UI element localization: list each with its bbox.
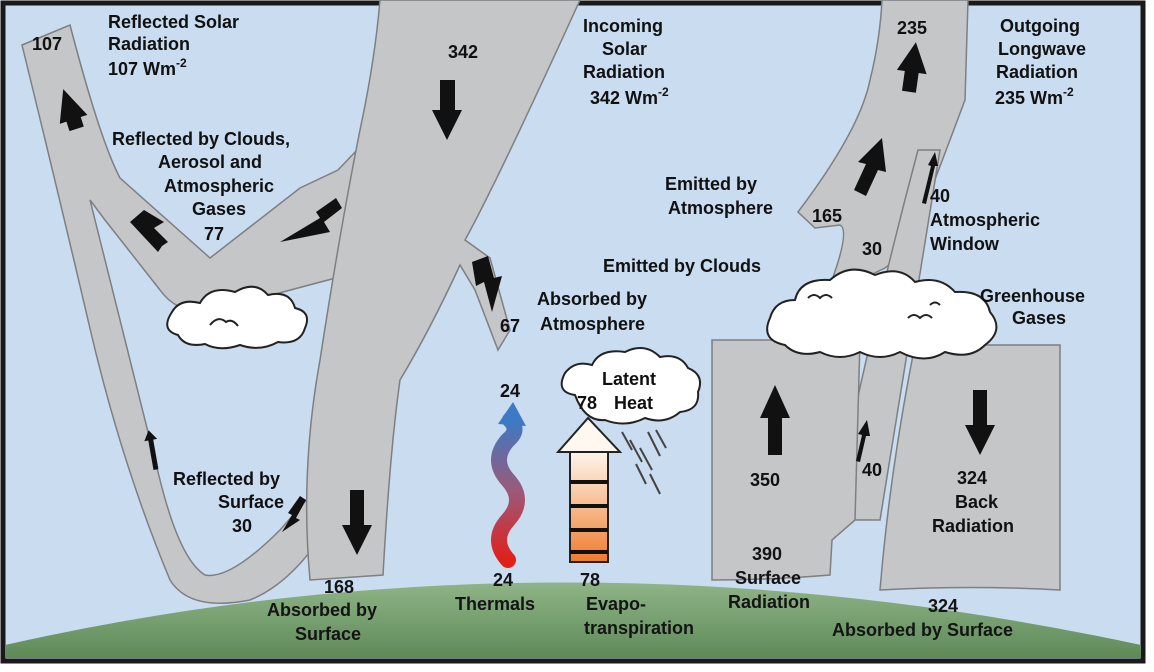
evapotranspiration-label: Evapo- [586, 594, 646, 614]
back-radiation-column [879, 344, 1061, 591]
reflected-surface-label-2: Surface [218, 492, 284, 512]
latent-heat-cloud-icon [560, 347, 701, 425]
latent-heat-label: Latent [602, 369, 656, 389]
atmospheric-window-value: 40 [930, 186, 950, 206]
emitted-atmosphere-label-2: Atmosphere [668, 198, 773, 218]
emitted-atmosphere-label: Emitted by [665, 174, 757, 194]
thermals-arrow-icon [491, 402, 526, 568]
earth-surface [5, 582, 1141, 658]
thermals-label: Thermals [455, 594, 535, 614]
arrow-down-icon [472, 256, 502, 312]
outgoing-longwave-value: 235 Wm-2 [995, 85, 1074, 108]
arrow-down-icon [965, 390, 995, 455]
absorbed-surface-2-label: Absorbed by Surface [832, 620, 1013, 640]
outgoing-longwave-number: 235 [897, 18, 927, 38]
incoming-solar-title: Incoming [583, 16, 663, 36]
surface-radiation-column [711, 339, 861, 581]
labels-layer: Reflected Solar Radiation 107 Wm-2 107 3… [32, 12, 1086, 644]
back-radiation-value: 324 [957, 468, 987, 488]
incoming-solar-band [305, 0, 581, 581]
greenhouse-gases-label-2: Gases [1012, 308, 1066, 328]
outgoing-longwave-title-2: Longwave [998, 39, 1086, 59]
reflected-solar-band [21, 23, 406, 604]
atmospheric-window-label: Atmospheric [930, 210, 1040, 230]
emitted-clouds-label: Emitted by Clouds [603, 256, 761, 276]
absorbed-atmosphere-label: Absorbed by [537, 289, 647, 309]
arrow-up-icon [854, 138, 886, 196]
reflected-solar-title-2: Radiation [108, 34, 190, 54]
reflected-solar-value: 107 Wm-2 [108, 56, 187, 79]
back-radiation-label-2: Radiation [932, 516, 1014, 536]
arrow-up-small-icon [856, 420, 870, 462]
surface-radiation-value: 390 [752, 544, 782, 564]
reflected-solar-number: 107 [32, 34, 62, 54]
outgoing-longwave-title: Outgoing [1000, 16, 1080, 36]
rain-icon [621, 429, 667, 495]
reflected-surface-value: 30 [232, 516, 252, 536]
reflected-clouds-label-4: Gases [192, 199, 246, 219]
surface-radiation-label: Surface [735, 568, 801, 588]
arrow-down-icon [432, 80, 462, 140]
evapotranspiration-arrow-icon [555, 416, 623, 563]
absorbed-surface-2-value: 324 [928, 596, 958, 616]
absorbed-surface-label-2: Surface [295, 624, 361, 644]
evapotranspiration-label-2: transpiration [584, 618, 694, 638]
arrow-down-small-icon [282, 496, 306, 532]
thermals-top-value: 24 [500, 381, 520, 401]
reflected-clouds-label-2: Aerosol and [158, 152, 262, 172]
cloud-left-icon [166, 285, 308, 350]
latent-heat-label-2: Heat [614, 393, 653, 413]
arrow-up-small-icon [922, 152, 938, 204]
reflected-clouds-label: Reflected by Clouds, [112, 129, 290, 149]
absorbed-atmosphere-label-2: Atmosphere [540, 314, 645, 334]
incoming-solar-title-2: Solar [602, 39, 647, 59]
absorbed-surface-value: 168 [324, 577, 354, 597]
surface-radiation-label-2: Radiation [728, 592, 810, 612]
arrow-left-icon [280, 198, 342, 242]
arrow-up-icon [760, 385, 790, 455]
back-radiation-label: Back [955, 492, 999, 512]
evapotranspiration-value: 78 [580, 570, 600, 590]
atmospheric-window-label-2: Window [930, 234, 1000, 254]
absorbed-atmosphere-value: 67 [500, 316, 520, 336]
thermals-value: 24 [493, 570, 513, 590]
arrow-down-icon [342, 490, 372, 555]
absorbed-surface-label: Absorbed by [267, 600, 377, 620]
reflected-surface-label: Reflected by [173, 469, 280, 489]
cloud-right-icon [766, 268, 998, 360]
latent-heat-value: 78 [577, 393, 597, 413]
window-bottom-value: 40 [862, 460, 882, 480]
arrow-up-small-icon [144, 430, 159, 471]
emitted-clouds-value: 30 [862, 239, 882, 259]
arrow-up-icon [896, 42, 927, 93]
outgoing-longwave-title-3: Radiation [996, 62, 1078, 82]
reflected-clouds-label-3: Atmospheric [164, 176, 274, 196]
surface-radiation-up-value: 350 [750, 470, 780, 490]
arrow-up-icon [59, 89, 88, 132]
arrow-left-icon [130, 210, 168, 252]
incoming-solar-value: 342 Wm-2 [590, 85, 669, 108]
emitted-atmosphere-value: 165 [812, 206, 842, 226]
reflected-solar-title: Reflected Solar [108, 12, 239, 32]
incoming-solar-number: 342 [448, 42, 478, 62]
greenhouse-gases-label: Greenhouse [980, 286, 1085, 306]
reflected-clouds-value: 77 [204, 224, 224, 244]
incoming-solar-title-3: Radiation [583, 62, 665, 82]
